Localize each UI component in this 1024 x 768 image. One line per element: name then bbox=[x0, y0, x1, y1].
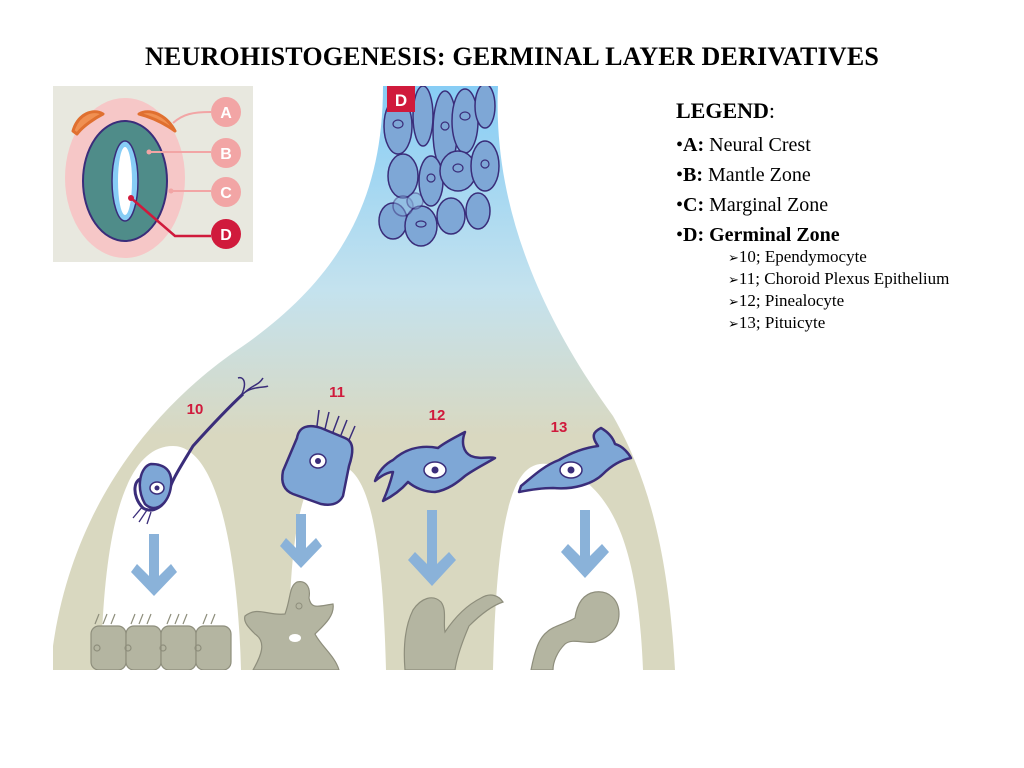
cell-number-12: 12 bbox=[429, 407, 446, 424]
arrow-down-icon-11 bbox=[280, 514, 322, 568]
arrow-bullet-icon: ➢ bbox=[728, 295, 739, 310]
choroid-plexus-cell bbox=[281, 409, 356, 506]
arrow-bullet-icon: ➢ bbox=[728, 317, 739, 332]
pineal-tissue bbox=[403, 594, 504, 670]
legend-title: LEGEND: bbox=[676, 98, 776, 123]
legend-item-c: •C: Marginal Zone bbox=[676, 194, 829, 216]
ependymocyte-cell bbox=[132, 376, 269, 525]
ependymal-epithelium-tissue bbox=[90, 613, 232, 670]
germinal-zone-marker bbox=[387, 86, 415, 112]
neural-tube-inset bbox=[53, 86, 253, 262]
germinal-layer-figure: D A B C D 10 bbox=[53, 86, 675, 670]
germinal-nuclei bbox=[392, 111, 490, 228]
top-label-d: D bbox=[395, 91, 407, 110]
inset-label-d: D bbox=[220, 227, 232, 244]
germinal-zone-cells bbox=[378, 86, 500, 247]
legend: LEGEND: •A: Neural Crest •B: Mantle Zone… bbox=[676, 98, 1016, 335]
legend-item-d: •D: Germinal Zone bbox=[676, 224, 840, 246]
inset-label-b: B bbox=[220, 146, 232, 163]
arrow-bullet-icon: ➢ bbox=[728, 251, 739, 266]
cell-number-13: 13 bbox=[551, 419, 568, 436]
inset-label-c: C bbox=[220, 185, 232, 202]
arrow-bullet-icon: ➢ bbox=[728, 273, 739, 288]
legend-sub-item-11: ➢11; Choroid Plexus Epithelium bbox=[728, 269, 950, 288]
arrow-down-icon-10 bbox=[131, 534, 177, 596]
arrow-down-icon-13 bbox=[561, 510, 609, 578]
pinealocyte-cell bbox=[373, 430, 497, 503]
legend-item-a: •A: Neural Crest bbox=[676, 134, 811, 156]
arrow-down-icon-12 bbox=[408, 510, 456, 586]
pituicyte-cell bbox=[517, 426, 633, 494]
cell-number-11: 11 bbox=[329, 384, 345, 401]
pituitary-tissue bbox=[530, 591, 620, 670]
legend-item-b: •B: Mantle Zone bbox=[676, 164, 811, 186]
legend-sub-item-10: ➢10; Ependymocyte bbox=[728, 247, 867, 266]
cell-number-10: 10 bbox=[187, 401, 204, 418]
legend-sub-item-13: ➢13; Pituicyte bbox=[728, 313, 826, 332]
choroid-plexus-tissue bbox=[244, 581, 340, 670]
inset-label-a: A bbox=[220, 105, 232, 122]
legend-sub-list: ➢10; Ependymocyte ➢11; Choroid Plexus Ep… bbox=[728, 247, 1016, 335]
legend-sub-item-12: ➢12; Pinealocyte bbox=[728, 291, 845, 310]
branching-tree bbox=[53, 86, 675, 670]
page-title: NEUROHISTOGENESIS: GERMINAL LAYER DERIVA… bbox=[144, 42, 880, 71]
